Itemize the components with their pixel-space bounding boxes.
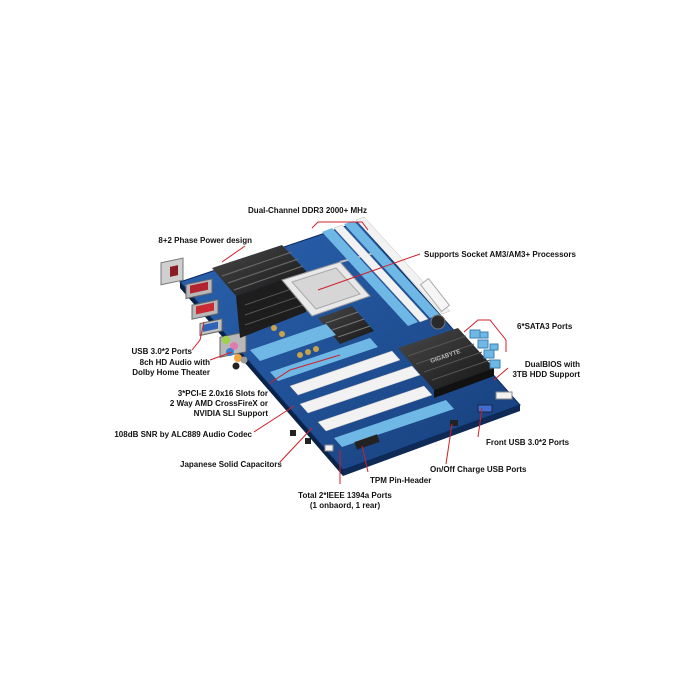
callout-tpm bbox=[361, 445, 369, 473]
label-onoff: On/Off Charge USB Ports bbox=[430, 465, 527, 474]
sata3-ports bbox=[469, 329, 501, 369]
label-snr: 108dB SNR by ALC889 Audio Codec bbox=[114, 430, 252, 439]
callout-onoff bbox=[445, 423, 453, 465]
label-ieee: Total 2*IEEE 1394a Ports (1 onbaord, 1 r… bbox=[290, 491, 400, 511]
solid-capacitors bbox=[271, 314, 446, 358]
cpu-socket bbox=[281, 251, 379, 317]
callout-usb-rear bbox=[191, 321, 205, 351]
label-sata: 6*SATA3 Ports bbox=[517, 322, 573, 331]
label-audio-line1: 8ch HD Audio with bbox=[139, 358, 210, 367]
callout-front-usb bbox=[477, 407, 483, 438]
audio-jacks bbox=[222, 336, 248, 370]
chipset-heatsink bbox=[398, 328, 494, 398]
expansion-slots bbox=[250, 324, 454, 447]
callout-power bbox=[221, 245, 246, 263]
label-socket: Supports Socket AM3/AM3+ Processors bbox=[424, 250, 576, 259]
callout-sata bbox=[463, 319, 507, 352]
label-pcie-line2: 2 Way AMD CrossFireX or bbox=[169, 399, 268, 408]
callout-dualbios bbox=[493, 367, 509, 381]
label-ddr3: Dual-Channel DDR3 2000+ MHz bbox=[248, 206, 367, 215]
callout-socket bbox=[317, 253, 421, 291]
label-pcie-line3: NVIDIA SLI Support bbox=[193, 409, 268, 418]
label-audio: 8ch HD Audio with Dolby Home Theater bbox=[120, 358, 210, 378]
callout-snr bbox=[253, 405, 295, 433]
label-audio-line2: Dolby Home Theater bbox=[132, 368, 210, 377]
label-pcie: 3*PCI-E 2.0x16 Slots for 2 Way AMD Cross… bbox=[110, 389, 268, 419]
callout-ddr3 bbox=[311, 221, 369, 231]
label-dualbios: DualBIOS with 3TB HDD Support bbox=[500, 360, 580, 380]
label-dualbios-line1: DualBIOS with bbox=[524, 360, 580, 369]
label-tpm: TPM Pin-Header bbox=[370, 476, 432, 485]
callout-lines bbox=[191, 221, 509, 484]
atx-power-connector bbox=[419, 277, 451, 313]
board-headers bbox=[290, 391, 513, 452]
label-front-usb: Front USB 3.0*2 Ports bbox=[486, 438, 570, 447]
callout-pcie bbox=[269, 354, 341, 384]
label-pcie-line1: 3*PCI-E 2.0x16 Slots for bbox=[177, 389, 268, 398]
label-usb-rear: USB 3.0*2 Ports bbox=[131, 347, 192, 356]
label-capacitors: Japanese Solid Capacitors bbox=[180, 460, 282, 469]
callout-capacitors bbox=[279, 427, 313, 463]
label-dualbios-line2: 3TB HDD Support bbox=[512, 370, 580, 379]
callout-audio bbox=[209, 351, 233, 361]
label-power: 8+2 Phase Power design bbox=[158, 236, 252, 245]
label-ieee-line2: (1 onbaord, 1 rear) bbox=[309, 501, 381, 510]
label-ieee-line1: Total 2*IEEE 1394a Ports bbox=[298, 491, 392, 500]
rear-io-ports bbox=[160, 257, 247, 358]
